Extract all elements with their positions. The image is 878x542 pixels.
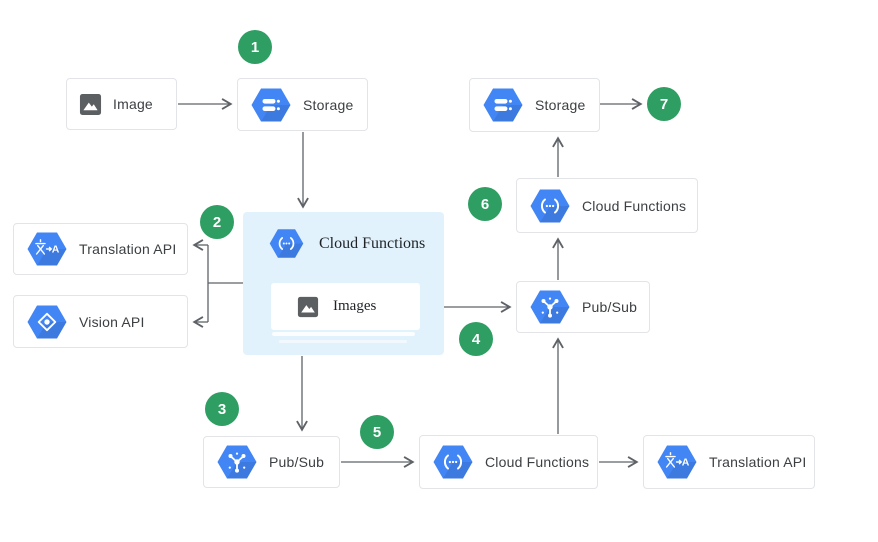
cloud-functions-icon [432, 444, 474, 480]
node-label: Translation API [79, 241, 177, 257]
node-label: Cloud Functions [485, 454, 590, 470]
node-label: Cloud Functions [582, 197, 687, 214]
pubsub-icon [529, 289, 571, 325]
image-icon [297, 296, 319, 318]
image-icon [79, 93, 102, 116]
step-badge-2: 2 [200, 205, 234, 239]
node-pubsub-bottom: Pub/Sub [203, 436, 340, 488]
cloud-functions-central-container: Cloud Functions Images [243, 212, 444, 355]
node-cloud-functions-bottom: Cloud Functions [419, 435, 598, 489]
step-badge-5: 5 [360, 415, 394, 449]
node-storage-upload: Storage [237, 78, 368, 131]
central-label: Cloud Functions [319, 234, 426, 252]
node-vision-api-left: Vision API [13, 295, 188, 348]
node-pubsub-right: Pub/Sub [516, 281, 650, 333]
translation-icon [656, 444, 698, 480]
step-badge-7: 7 [647, 87, 681, 121]
step-badge-3: 3 [205, 392, 239, 426]
node-label: Image [113, 96, 153, 112]
translation-icon [26, 231, 68, 267]
central-header: Cloud Functions [243, 212, 444, 259]
node-label: Storage [535, 97, 586, 113]
images-card-label: Images [333, 298, 377, 314]
stacked-sheet-line [279, 340, 407, 343]
stacked-sheet-line [272, 332, 415, 336]
cloud-functions-icon [529, 188, 571, 224]
node-cloud-functions-right: Cloud Functions [516, 178, 698, 233]
node-label: Pub/Sub [582, 299, 638, 315]
cloud-functions-icon [269, 228, 304, 259]
storage-icon [250, 87, 292, 123]
images-card: Images [271, 283, 420, 330]
node-image-source: Image [66, 78, 177, 130]
node-label: Translation API [709, 454, 807, 470]
node-label: Vision API [79, 313, 145, 330]
pubsub-icon [216, 444, 258, 480]
step-badge-6: 6 [468, 187, 502, 221]
node-storage-result: Storage [469, 78, 600, 132]
vision-icon [26, 304, 68, 340]
node-label: Pub/Sub [269, 454, 325, 470]
step-badge-4: 4 [459, 322, 493, 356]
storage-icon [482, 87, 524, 123]
node-label: Storage [303, 96, 354, 113]
step-badge-1: 1 [238, 30, 272, 64]
node-translation-api-bottom: Translation API [643, 435, 815, 489]
node-translation-api-left: Translation API [13, 223, 188, 275]
